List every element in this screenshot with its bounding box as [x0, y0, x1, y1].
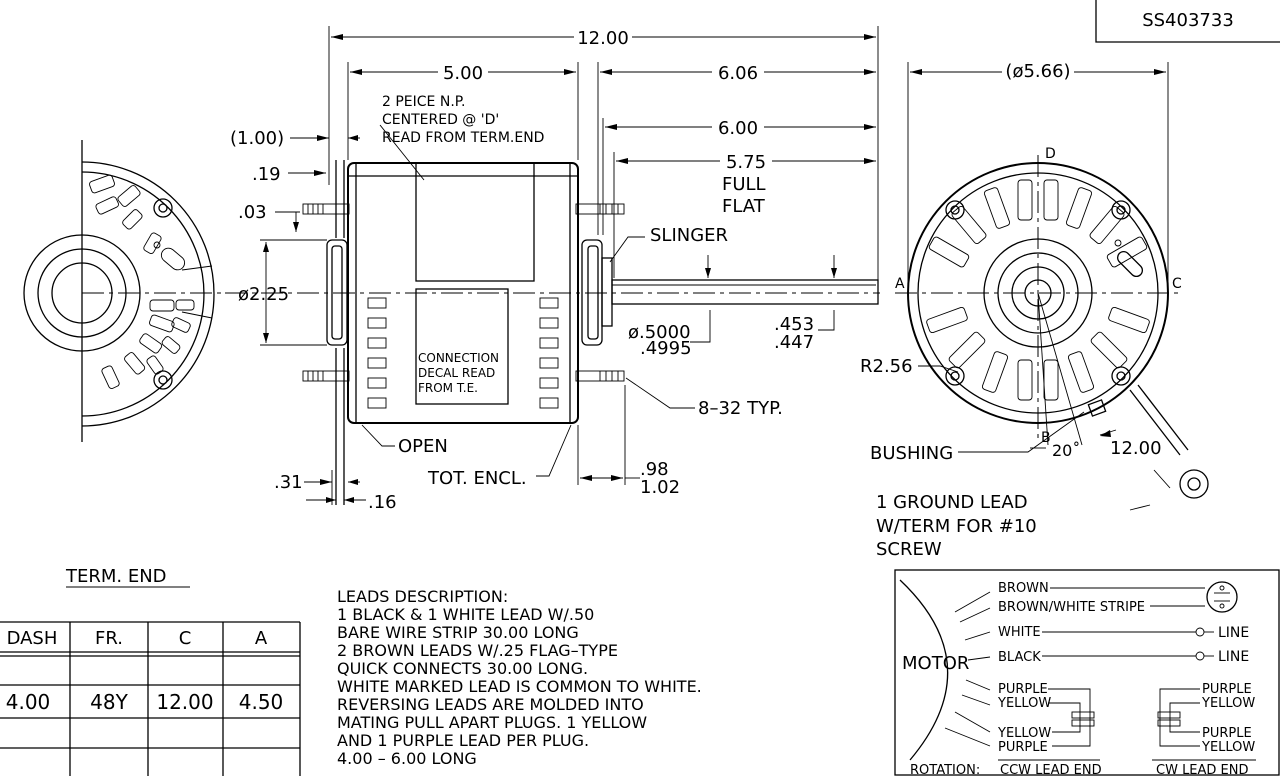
ccw-yellow-b: YELLOW — [997, 726, 1051, 741]
wire-brown: BROWN — [998, 581, 1049, 596]
flat-line2: FLAT — [722, 196, 766, 217]
np-note-1: 2 PEICE N.P. — [382, 94, 465, 110]
leads-line: LEADS DESCRIPTION: — [337, 587, 508, 606]
leads-description: LEADS DESCRIPTION: 1 BLACK & 1 WHITE LEA… — [337, 587, 702, 768]
leads-line: BARE WIRE STRIP 30.00 LONG — [337, 623, 579, 642]
radius-label: R2.56 — [860, 356, 913, 377]
dim-body: 5.00 — [443, 63, 483, 84]
dim-003: .03 — [238, 202, 267, 223]
line-1-label: LINE — [1218, 625, 1249, 641]
dim-031: .31 — [274, 472, 303, 493]
side-view — [225, 26, 880, 505]
wire-brown-white: BROWN/WHITE STRIPE — [998, 600, 1145, 615]
dim-100: (1.00) — [230, 128, 284, 149]
open-label: OPEN — [398, 436, 448, 457]
leads-line: REVERSING LEADS ARE MOLDED INTO — [337, 695, 644, 714]
cw-yellow-a: YELLOW — [1201, 696, 1255, 711]
ccw-yellow-a: YELLOW — [997, 696, 1051, 711]
part-number: SS403733 — [1142, 10, 1234, 31]
dim-019: .19 — [252, 164, 281, 185]
ccw-purple-b: PURPLE — [998, 740, 1048, 755]
leads-line: WHITE MARKED LEAD IS COMMON TO WHITE. — [337, 677, 702, 696]
tot-encl-label: TOT. ENCL. — [427, 468, 527, 489]
cw-purple-b: PURPLE — [1202, 726, 1252, 741]
table-header-a: A — [255, 628, 268, 649]
table-cell-c: 12.00 — [156, 690, 213, 714]
title-block: SS403733 — [1095, 0, 1280, 43]
shaft-dia-1: ø.5000 — [628, 322, 691, 343]
shaft-dia-2: .4995 — [640, 338, 692, 359]
flat-line1: FULL — [722, 174, 766, 195]
leads-line: MATING PULL APART PLUGS. 1 YELLOW — [337, 713, 647, 732]
wire-black: BLACK — [998, 650, 1041, 665]
table-cell-a: 4.50 — [239, 690, 284, 714]
decal-note-3: FROM T.E. — [418, 381, 478, 395]
dim-098: .98 — [640, 459, 669, 480]
dim-575: 5.75 — [726, 152, 766, 173]
dim-606: 6.06 — [718, 63, 758, 84]
letter-b: B — [1041, 430, 1051, 446]
ground-note-3: SCREW — [876, 539, 942, 560]
ccw-lead-end: CCW LEAD END — [1000, 763, 1102, 776]
dim-diameter: (ø5.66) — [1005, 61, 1070, 82]
np-note-2: CENTERED @ 'D' — [382, 112, 499, 128]
end-view — [895, 62, 1209, 511]
np-note-3: READ FROM TERM.END — [382, 130, 544, 146]
dim-overall: 12.00 — [577, 28, 629, 49]
letter-d: D — [1045, 146, 1056, 162]
table-header-fr: FR. — [95, 628, 123, 649]
table-header-c: C — [179, 628, 192, 649]
letter-a: A — [895, 276, 905, 292]
partial-end-view — [23, 140, 225, 442]
table-cell-fr: 48Y — [90, 690, 128, 714]
dim-102: 1.02 — [640, 477, 680, 498]
decal-note-1: CONNECTION — [418, 351, 499, 365]
line-2-label: LINE — [1218, 649, 1249, 665]
ground-note-1: 1 GROUND LEAD — [876, 492, 1028, 513]
table-header-dash: DASH — [7, 628, 58, 649]
leads-line: 1 BLACK & 1 WHITE LEAD W/.50 — [337, 605, 594, 624]
table-cell-dash: 4.00 — [6, 690, 51, 714]
ccw-purple-a: PURPLE — [998, 682, 1048, 697]
slinger-label: SLINGER — [650, 225, 728, 246]
angle-label: 20˚ — [1052, 441, 1080, 460]
dim-600: 6.00 — [718, 118, 758, 139]
rotation-label: ROTATION: — [910, 763, 980, 776]
motor-label: MOTOR — [902, 653, 969, 674]
lead-length: 12.00 — [1110, 438, 1162, 459]
cw-purple-a: PURPLE — [1202, 682, 1252, 697]
dim-016: .16 — [368, 492, 397, 513]
wiring-diagram: MOTOR BROWN BROWN/WHITE STRIPE WHITE BLA… — [894, 569, 1280, 776]
cw-yellow-b: YELLOW — [1201, 740, 1255, 755]
flat-dim-2: .447 — [774, 332, 814, 353]
thread-label: 8–32 TYP. — [698, 398, 783, 419]
leads-line: QUICK CONNECTS 30.00 LONG. — [337, 659, 588, 678]
wire-white: WHITE — [998, 625, 1041, 640]
notes: 2 PEICE N.P. CENTERED @ 'D' READ FROM TE… — [65, 94, 1182, 588]
flat-dim-1: .453 — [774, 314, 814, 335]
leads-line: AND 1 PURPLE LEAD PER PLUG. — [337, 731, 589, 750]
ground-note-2: W/TERM FOR #10 — [876, 516, 1037, 537]
decal-note-2: DECAL READ — [418, 366, 495, 380]
bushing-label: BUSHING — [870, 443, 953, 464]
dimension-labels: 12.00 5.00 6.06 6.00 5.75 FULL FLAT (ø5.… — [230, 27, 1162, 513]
dash-table: DASH FR. C A 4.00 48Y 12.00 4.50 — [0, 621, 301, 776]
leads-line: 2 BROWN LEADS W/.25 FLAG–TYPE — [337, 641, 618, 660]
letter-c: C — [1172, 276, 1182, 292]
cw-lead-end: CW LEAD END — [1156, 763, 1249, 776]
leads-line: 4.00 – 6.00 LONG — [337, 749, 477, 768]
dim-225: ø2.25 — [238, 284, 289, 305]
term-end-label: TERM. END — [65, 566, 167, 587]
